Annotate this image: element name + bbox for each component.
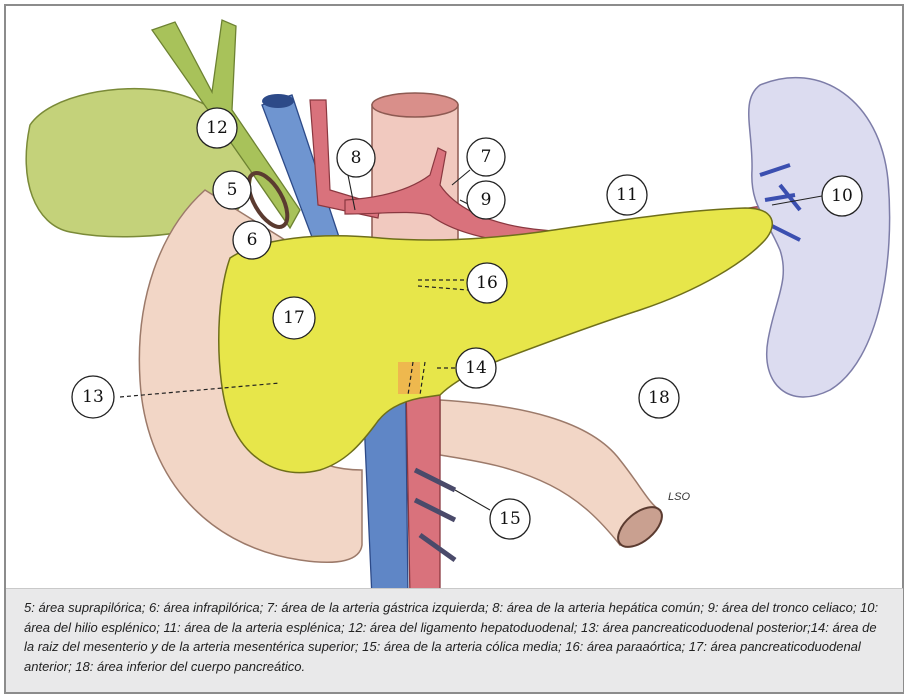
aorta-top xyxy=(372,93,458,117)
label-7-text: 7 xyxy=(481,147,492,167)
figure-caption: 5: área suprapilórica; 6: área infrapiló… xyxy=(24,598,887,676)
artist-signature: LSO xyxy=(668,491,690,503)
label-5: 5 xyxy=(213,171,251,209)
mesenteric-root-highlight xyxy=(398,362,420,394)
label-8-text: 8 xyxy=(351,148,362,168)
label-17: 17 xyxy=(273,297,315,339)
label-15-text: 15 xyxy=(499,509,521,529)
label-7: 7 xyxy=(467,138,505,176)
label-18: 18 xyxy=(639,378,679,418)
label-9-text: 9 xyxy=(481,190,492,210)
label-17-text: 17 xyxy=(283,308,305,328)
label-6-text: 6 xyxy=(247,230,258,250)
spleen xyxy=(749,78,890,397)
label-12: 12 xyxy=(197,108,237,148)
label-14-text: 14 xyxy=(465,358,487,378)
label-11: 11 xyxy=(607,175,647,215)
label-13-text: 13 xyxy=(82,387,104,407)
label-13: 13 xyxy=(72,376,114,418)
label-9: 9 xyxy=(467,181,505,219)
label-14: 14 xyxy=(456,348,496,388)
label-15: 15 xyxy=(490,499,530,539)
label-16: 16 xyxy=(467,263,507,303)
caption-box: 5: área suprapilórica; 6: área infrapiló… xyxy=(6,588,903,692)
label-18-text: 18 xyxy=(648,388,670,408)
label-10: 10 xyxy=(822,176,862,216)
label-8: 8 xyxy=(337,139,375,177)
label-12-text: 12 xyxy=(206,118,228,138)
label-6: 6 xyxy=(233,221,271,259)
label-5-text: 5 xyxy=(227,180,238,200)
label-10-text: 10 xyxy=(831,186,853,206)
label-11-text: 11 xyxy=(616,185,638,205)
portal-vein-top xyxy=(262,94,294,108)
label-16-text: 16 xyxy=(476,273,498,293)
